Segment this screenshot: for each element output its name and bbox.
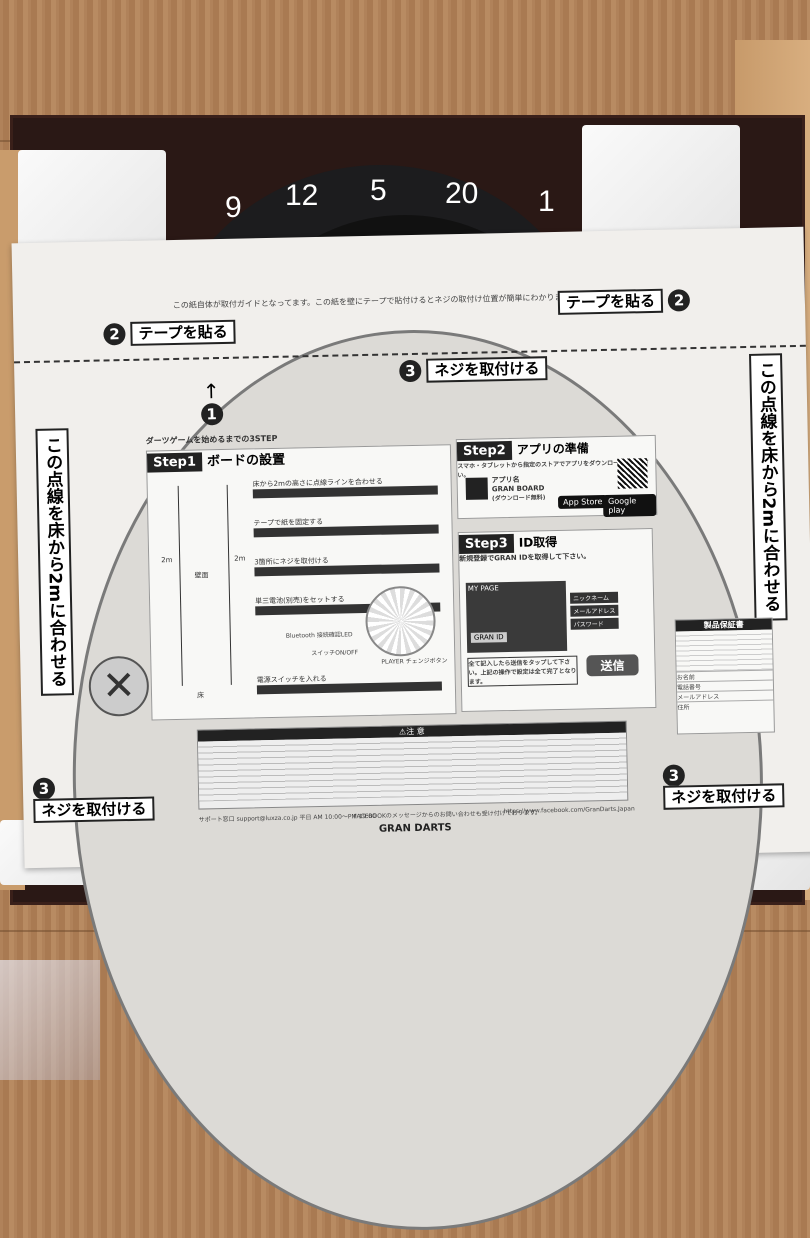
warranty-card: 製品保証書 お名前 電話番号 メールアドレス 住所 [674, 617, 775, 735]
step-number: 3 [32, 777, 56, 801]
height-label: 2m [234, 554, 246, 563]
player-label: PLAYER チェンジボタン [381, 657, 448, 666]
app-label: アプリ名 [491, 475, 520, 485]
caution-text [198, 732, 628, 802]
caution-panel: ⚠注 意 [196, 720, 629, 810]
step3-panel: Step3 ID取得 新規登録でGRAN IDを取得して下さい。 MY PAGE… [457, 527, 657, 713]
step-number: 2 [103, 322, 126, 346]
label: ネジを取付ける [426, 356, 548, 383]
step1-panel: Step1 ボードの設置 2m 2m 壁面 床 床から2mの高さに点線ラインを合… [145, 444, 457, 721]
warranty-field: 住所 [677, 699, 774, 712]
google-play-badge: Google play [602, 493, 657, 518]
nickname-field-label: ニックネーム [569, 591, 619, 604]
label: この点線を床から2mに合わせる [35, 428, 75, 696]
password-field-label: パスワード [570, 617, 619, 630]
step-title: アプリの準備 [516, 441, 589, 457]
app-note: (ダウンロード無料) [491, 494, 546, 503]
step-head: Step2 [456, 440, 512, 462]
submit-button-illustration: 送信 [586, 654, 639, 677]
email-field-label: メールアドレス [570, 604, 619, 617]
label: ネジを取付ける [33, 796, 155, 824]
qr-code [617, 458, 648, 489]
mypage-title: MY PAGE [467, 584, 499, 593]
floor-label: 床 [196, 691, 205, 700]
step-number: 3 [662, 764, 686, 787]
tape-label-left: 2 テープを貼る [103, 319, 236, 346]
board-number: 5 [370, 174, 387, 207]
wall-label: 壁面 [194, 571, 209, 580]
granid-label: GRAN ID [470, 632, 507, 643]
app-name: GRAN BOARD [491, 484, 545, 494]
gran-darts-logo: GRAN DARTS [378, 822, 452, 835]
switch-label: スイッチON/OFF [311, 649, 359, 658]
board-number: 20 [445, 177, 479, 210]
bluetooth-label: Bluetooth 接続確認LED [285, 631, 353, 640]
app-icon [465, 477, 489, 500]
step-title: ボードの設置 [206, 452, 286, 470]
step3-note: 全て記入したら送信をタップして下さい。上記の操作で設定は全て完了となります。 [467, 655, 578, 687]
step-number: 2 [667, 289, 691, 312]
label: テープを貼る [557, 288, 664, 315]
wall-diagram [177, 484, 232, 686]
label: テープを貼る [130, 319, 236, 346]
app-store-badge: App Store [557, 494, 608, 509]
step-head: Step1 [146, 452, 203, 473]
tape-label-right: テープを貼る 2 [557, 288, 691, 315]
step-number: 3 [399, 359, 422, 383]
screw-label-top: 3 ネジを取付ける [399, 356, 548, 383]
board-number: 9 [225, 191, 242, 224]
label: ネジを取付ける [663, 783, 785, 810]
mypage-screen: MY PAGE GRAN ID [465, 580, 568, 653]
board-number: 1 [538, 185, 555, 218]
installation-guide-sheet: この紙自体が取付ガイドとなってます。この紙を壁にテープで貼付けるとネジの取付け位… [11, 226, 810, 1238]
step-head: Step3 [458, 533, 514, 555]
plastic-bag [0, 960, 100, 1080]
label: この点線を床から2mに合わせる [749, 353, 788, 621]
height-label: 2m [161, 556, 173, 565]
step-number: 1 [200, 402, 223, 426]
board-number: 12 [285, 179, 319, 212]
step-title: ID取得 [518, 535, 558, 550]
step2-panel: Step2 アプリの準備 スマホ・タブレットから指定のストアでアプリをダウンロー… [455, 434, 658, 520]
top-note: この紙自体が取付ガイドとなってます。この紙を壁にテープで貼付けるとネジの取付け位… [172, 292, 578, 310]
